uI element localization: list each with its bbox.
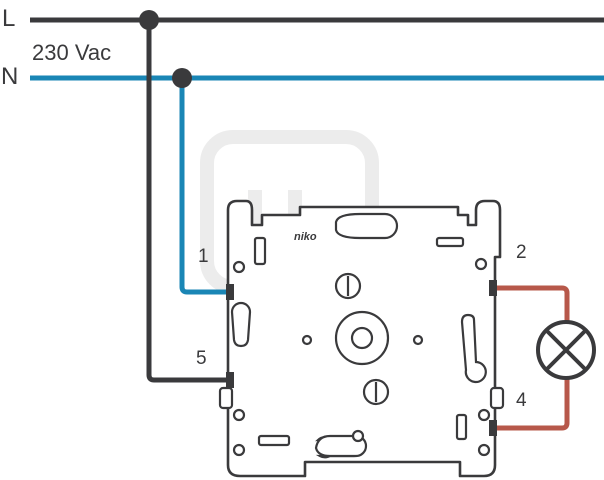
lamp-symbol-icon [536,320,596,380]
terminal-4-label: 4 [516,390,527,411]
voltage-label: 230 Vac [32,40,111,65]
terminal-2-label: 2 [516,242,527,263]
neutral-label: N [1,63,18,90]
neutral-drop-wire [179,80,228,295]
line-label: L [2,5,15,32]
terminal-1-label: 1 [198,246,209,267]
brand-logo: niko [294,231,317,243]
line-junction [139,10,159,30]
line-drop-wire [146,22,228,383]
switch-mechanism: niko [218,199,505,478]
terminal-5-label: 5 [196,348,207,369]
neutral-junction [172,68,192,88]
